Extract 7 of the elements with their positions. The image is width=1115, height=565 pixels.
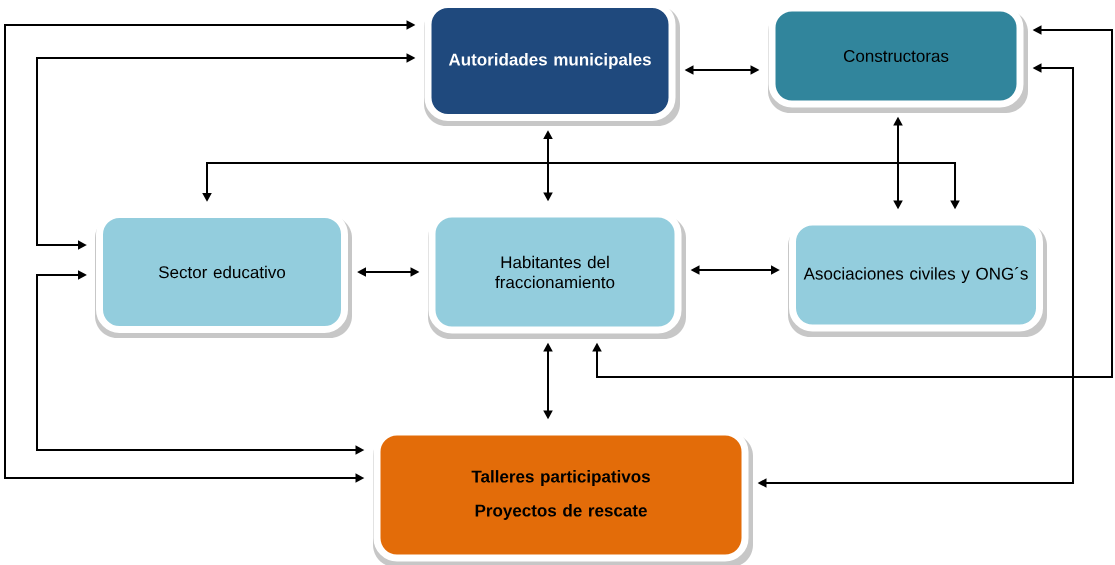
process-box: Autoridades municipales	[424, 1, 680, 126]
process-box: Sector educativo	[95, 211, 352, 338]
process-box: Asociaciones civiles y ONG´s	[788, 218, 1047, 337]
process-box: Constructoras	[768, 4, 1028, 113]
arrow	[592, 25, 1113, 378]
process-box: Habitantes del fraccionamiento	[428, 210, 686, 339]
process-box: Talleres participativos Proyectos de rescate	[373, 428, 753, 565]
